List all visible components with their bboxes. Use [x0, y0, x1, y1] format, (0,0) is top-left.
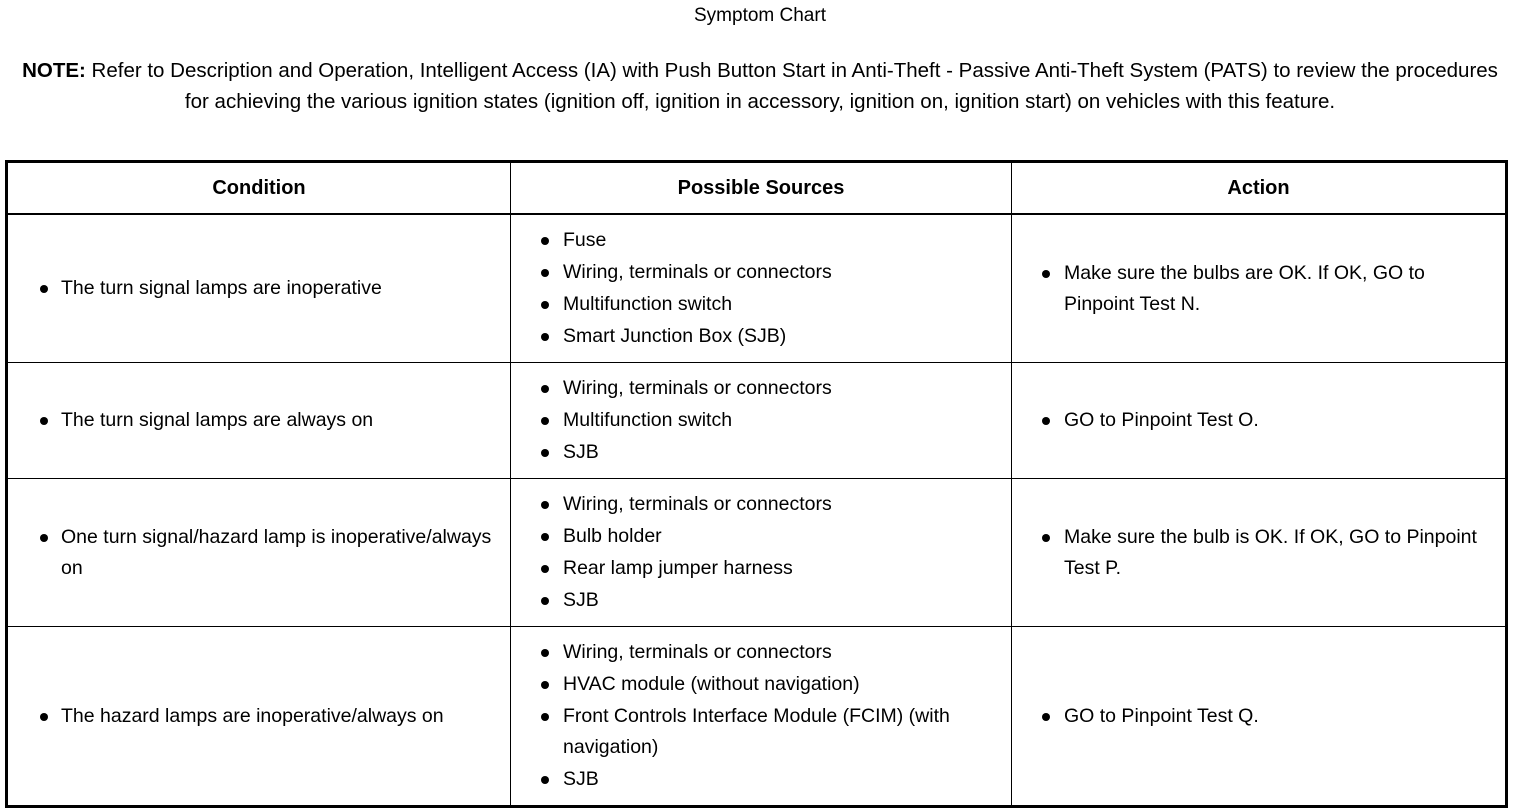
note-label: NOTE:	[22, 59, 86, 82]
cell-action: Make sure the bulbs are OK. If OK, GO to…	[1011, 213, 1507, 363]
cell-action: Make sure the bulb is OK. If OK, GO to P…	[1011, 478, 1507, 627]
list-item: Multifunction switch	[529, 289, 997, 320]
list-item: Wiring, terminals or connectors	[529, 637, 997, 668]
symptom-chart-table: Condition Possible Sources Action The tu…	[5, 160, 1508, 808]
action-list: Make sure the bulb is OK. If OK, GO to P…	[1030, 522, 1491, 584]
cell-possible-sources: Fuse Wiring, terminals or connectors Mul…	[510, 213, 1012, 363]
sources-list: Wiring, terminals or connectors Bulb hol…	[529, 489, 997, 616]
list-item: SJB	[529, 585, 997, 616]
list-item: Smart Junction Box (SJB)	[529, 321, 997, 352]
condition-list: The turn signal lamps are inoperative	[26, 273, 496, 304]
sources-list: Fuse Wiring, terminals or connectors Mul…	[529, 225, 997, 352]
page-title: Symptom Chart	[694, 5, 826, 26]
column-header-condition: Condition	[6, 161, 511, 215]
cell-possible-sources: Wiring, terminals or connectors Bulb hol…	[510, 478, 1012, 627]
cell-condition: The turn signal lamps are always on	[6, 362, 511, 479]
action-list: GO to Pinpoint Test Q.	[1030, 701, 1491, 732]
list-item: Front Controls Interface Module (FCIM) (…	[529, 701, 997, 763]
table-row: One turn signal/hazard lamp is inoperati…	[6, 478, 1507, 627]
action-list: Make sure the bulbs are OK. If OK, GO to…	[1030, 258, 1491, 320]
list-item: Multifunction switch	[529, 405, 997, 436]
sources-list: Wiring, terminals or connectors HVAC mod…	[529, 637, 997, 795]
cell-possible-sources: Wiring, terminals or connectors Multifun…	[510, 362, 1012, 479]
table-row: The turn signal lamps are inoperative Fu…	[6, 213, 1507, 363]
condition-list: The hazard lamps are inoperative/always …	[26, 701, 496, 732]
condition-list: The turn signal lamps are always on	[26, 405, 496, 436]
column-header-possible-sources: Possible Sources	[510, 161, 1012, 215]
action-list: GO to Pinpoint Test O.	[1030, 405, 1491, 436]
list-item: Make sure the bulb is OK. If OK, GO to P…	[1030, 522, 1491, 584]
list-item: GO to Pinpoint Test O.	[1030, 405, 1491, 436]
cell-possible-sources: Wiring, terminals or connectors HVAC mod…	[510, 626, 1012, 807]
cell-action: GO to Pinpoint Test Q.	[1011, 626, 1507, 807]
table-row: The hazard lamps are inoperative/always …	[6, 626, 1507, 807]
list-item: Make sure the bulbs are OK. If OK, GO to…	[1030, 258, 1491, 320]
list-item: Wiring, terminals or connectors	[529, 373, 997, 404]
list-item: The turn signal lamps are always on	[26, 405, 496, 436]
list-item: Wiring, terminals or connectors	[529, 489, 997, 520]
list-item: GO to Pinpoint Test Q.	[1030, 701, 1491, 732]
list-item: Wiring, terminals or connectors	[529, 257, 997, 288]
note-block: NOTE: Refer to Description and Operation…	[10, 55, 1510, 117]
sources-list: Wiring, terminals or connectors Multifun…	[529, 373, 997, 468]
list-item: Fuse	[529, 225, 997, 256]
list-item: Bulb holder	[529, 521, 997, 552]
list-item: The hazard lamps are inoperative/always …	[26, 701, 496, 732]
list-item: One turn signal/hazard lamp is inoperati…	[26, 522, 496, 584]
list-item: The turn signal lamps are inoperative	[26, 273, 496, 304]
condition-list: One turn signal/hazard lamp is inoperati…	[26, 522, 496, 584]
list-item: Rear lamp jumper harness	[529, 553, 997, 584]
list-item: SJB	[529, 437, 997, 468]
note-text: Refer to Description and Operation, Inte…	[85, 59, 1498, 113]
cell-condition: The turn signal lamps are inoperative	[6, 213, 511, 363]
table-row: The turn signal lamps are always on Wiri…	[6, 362, 1507, 479]
column-header-action: Action	[1011, 161, 1507, 215]
cell-action: GO to Pinpoint Test O.	[1011, 362, 1507, 479]
cell-condition: One turn signal/hazard lamp is inoperati…	[6, 478, 511, 627]
list-item: HVAC module (without navigation)	[529, 669, 997, 700]
table-header-row: Condition Possible Sources Action	[6, 161, 1507, 215]
cell-condition: The hazard lamps are inoperative/always …	[6, 626, 511, 807]
list-item: SJB	[529, 764, 997, 795]
